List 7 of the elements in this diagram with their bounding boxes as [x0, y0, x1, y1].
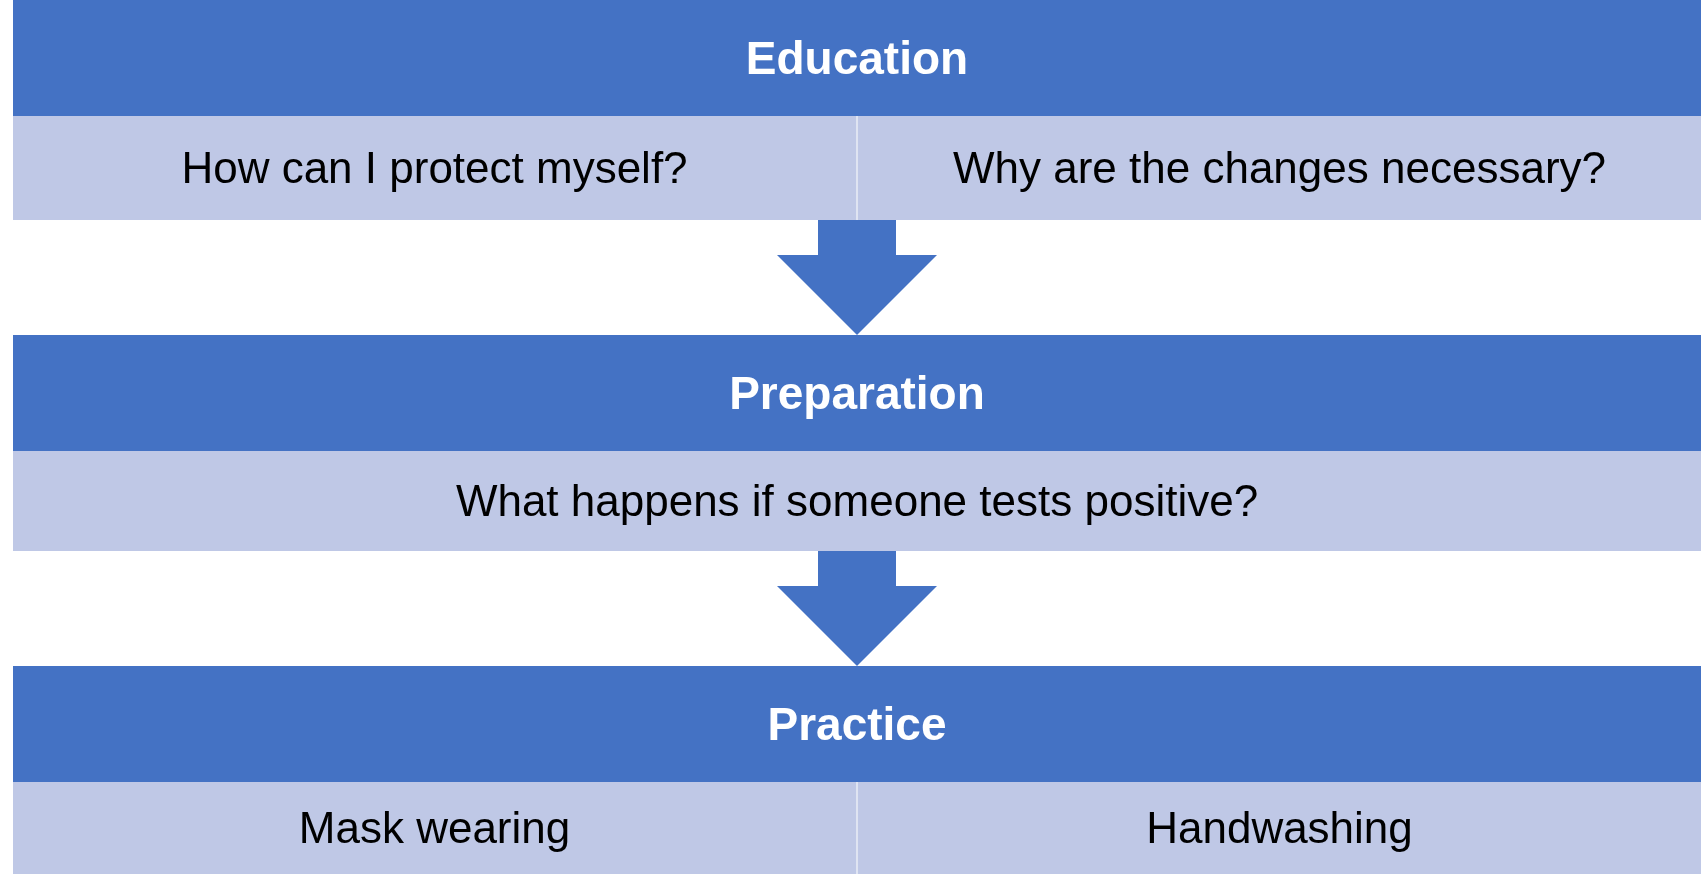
stage-header: Education	[13, 0, 1701, 116]
block-arrow	[777, 551, 937, 666]
stage-header: Preparation	[13, 335, 1701, 451]
stage-header: Practice	[13, 666, 1701, 782]
block-arrow	[777, 220, 937, 335]
stage-band	[13, 0, 1701, 220]
stage-band	[13, 666, 1701, 874]
